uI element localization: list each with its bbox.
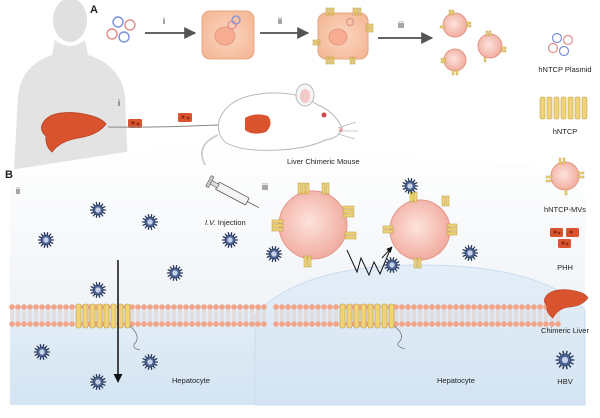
microvesicle-icon	[477, 30, 507, 63]
liver-icon	[544, 289, 589, 319]
hbv-virion-icon	[141, 354, 159, 370]
hepatocyte-cells-icon	[550, 228, 579, 248]
step-b-iii: iii	[262, 182, 268, 192]
injection-label: I.V. Injection	[205, 218, 246, 227]
ntcp-receptor-left	[75, 303, 141, 351]
legend-label-phh: PHH	[557, 263, 573, 272]
step-b-ii: ii	[16, 186, 20, 196]
legend-label-hbv: HBV	[557, 377, 572, 386]
hbv-virion-icon	[89, 202, 107, 218]
hbv-virion-icon	[33, 344, 51, 360]
hbv-virion-icon	[141, 214, 159, 230]
step-a-i: i	[163, 16, 165, 26]
microvesicle-large-right	[382, 191, 458, 269]
hbv-virion-icon	[401, 178, 419, 194]
step-a-ii: ii	[278, 16, 282, 26]
mouse-label: Liver Chimeric Mouse	[287, 157, 360, 166]
legend-label-mvs: hNTCP-MVs	[544, 205, 586, 214]
plasmid-group-icon	[106, 16, 136, 43]
legend-item-mvs: hNTCP-MVs	[544, 157, 586, 214]
legend-item-plasmid: hNTCP Plasmid	[538, 32, 592, 74]
step-a-iii: iii	[398, 20, 404, 30]
human-liver-icon	[41, 112, 107, 153]
phh-cells-icon	[128, 113, 192, 128]
legend: hNTCP Plasmid hNTCP hNTCP-MVs	[538, 32, 592, 386]
hbv-virion-icon	[555, 350, 575, 370]
injection-prefix: I.V.	[205, 218, 216, 227]
injection-suffix: Injection	[216, 218, 246, 227]
hepatocyte-cytoplasm-right	[254, 264, 586, 406]
mouse-icon	[201, 83, 358, 166]
ntcp-receptor-right	[339, 303, 406, 350]
hbv-virion-icon	[265, 246, 283, 262]
legend-label-plasmid: hNTCP Plasmid	[538, 65, 591, 74]
hbv-virion-icon	[383, 257, 401, 273]
plasmid-icon	[547, 32, 574, 57]
hbv-virion-icon	[37, 232, 55, 248]
syringe-icon	[205, 175, 260, 209]
legend-item-phh: PHH	[550, 228, 579, 272]
hbv-virion-icon	[166, 265, 184, 281]
legend-item-hbv: HBV	[555, 350, 575, 386]
human-silhouette-icon	[14, 0, 128, 170]
hbv-virion-icon	[555, 350, 575, 370]
hbv-virions	[33, 178, 479, 390]
panel-label-a: A	[90, 4, 98, 16]
microvesicle-icon	[440, 48, 467, 76]
microvesicles-group	[439, 9, 507, 76]
step-b-i: i	[118, 98, 120, 108]
legend-item-liver: Chimeric Liver	[541, 289, 589, 335]
transfected-cell-icon	[201, 10, 255, 60]
legend-label-liver: Chimeric Liver	[541, 326, 589, 335]
hbv-virion-icon	[89, 374, 107, 390]
microvesicle-icon	[439, 9, 472, 38]
hepatocyte-label-right: Hepatocyte	[437, 376, 475, 385]
hbv-virion-icon	[221, 232, 239, 248]
legend-label-ntcp: hNTCP	[553, 127, 578, 136]
panel-label-b: B	[5, 169, 13, 181]
ntcp-receptor-icon	[539, 96, 588, 120]
blocked-entry-arrows	[346, 246, 393, 277]
hbv-virion-icon	[89, 282, 107, 298]
hbv-virion-icon	[461, 245, 479, 261]
ntcp-expressing-cell-icon	[312, 7, 374, 65]
hepatocyte-label-left: Hepatocyte	[172, 376, 210, 385]
microvesicle-icon	[545, 157, 585, 196]
microvesicle-large-left	[271, 182, 357, 268]
legend-item-ntcp: hNTCP	[539, 96, 588, 136]
